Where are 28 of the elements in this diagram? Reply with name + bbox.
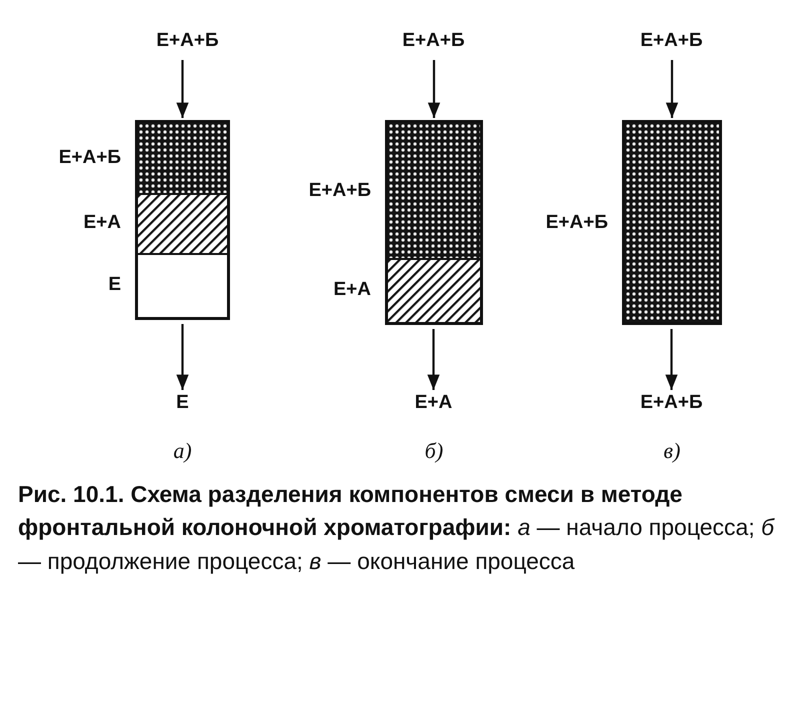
hatched-zone [138,193,227,253]
arrow [666,60,678,118]
dotted-zone [138,123,227,193]
stream-label: Е+А [366,392,501,418]
zone-label: Е+А [84,212,121,234]
zone-label: Е+А+Б [58,147,121,169]
zone-label: Е+А+Б [546,212,608,234]
panel-letter: б) [424,438,444,464]
column-drawing [135,120,230,320]
column-drawing [385,120,483,325]
arrow [665,329,678,390]
zone-label: Е+А+Б [308,180,371,202]
stream-label: Е+А+Б [120,30,255,56]
arrow [427,329,440,390]
arrow [176,60,189,118]
zone-label: Е+А [334,279,371,301]
panel-letter: а) [173,438,192,464]
figure-caption: Рис. 10.1. Схема разделения компонентов смеси в методе фронтальной колоночной хроматографии: а — начало процесса; б — продолжение процесса; в — окончание процесса [18,480,776,576]
arrow [176,324,189,390]
panel-letter: в) [664,438,680,464]
arrow [428,60,440,118]
zone-label: Е [108,274,121,296]
dotted-zone [388,123,480,258]
stream-label: Е+А+Б [604,30,739,56]
hatched-zone [388,258,480,322]
stream-label: Е+А+Б [366,30,501,56]
stream-label: Е+А+Б [604,392,739,418]
stream-label: Е [135,392,230,418]
